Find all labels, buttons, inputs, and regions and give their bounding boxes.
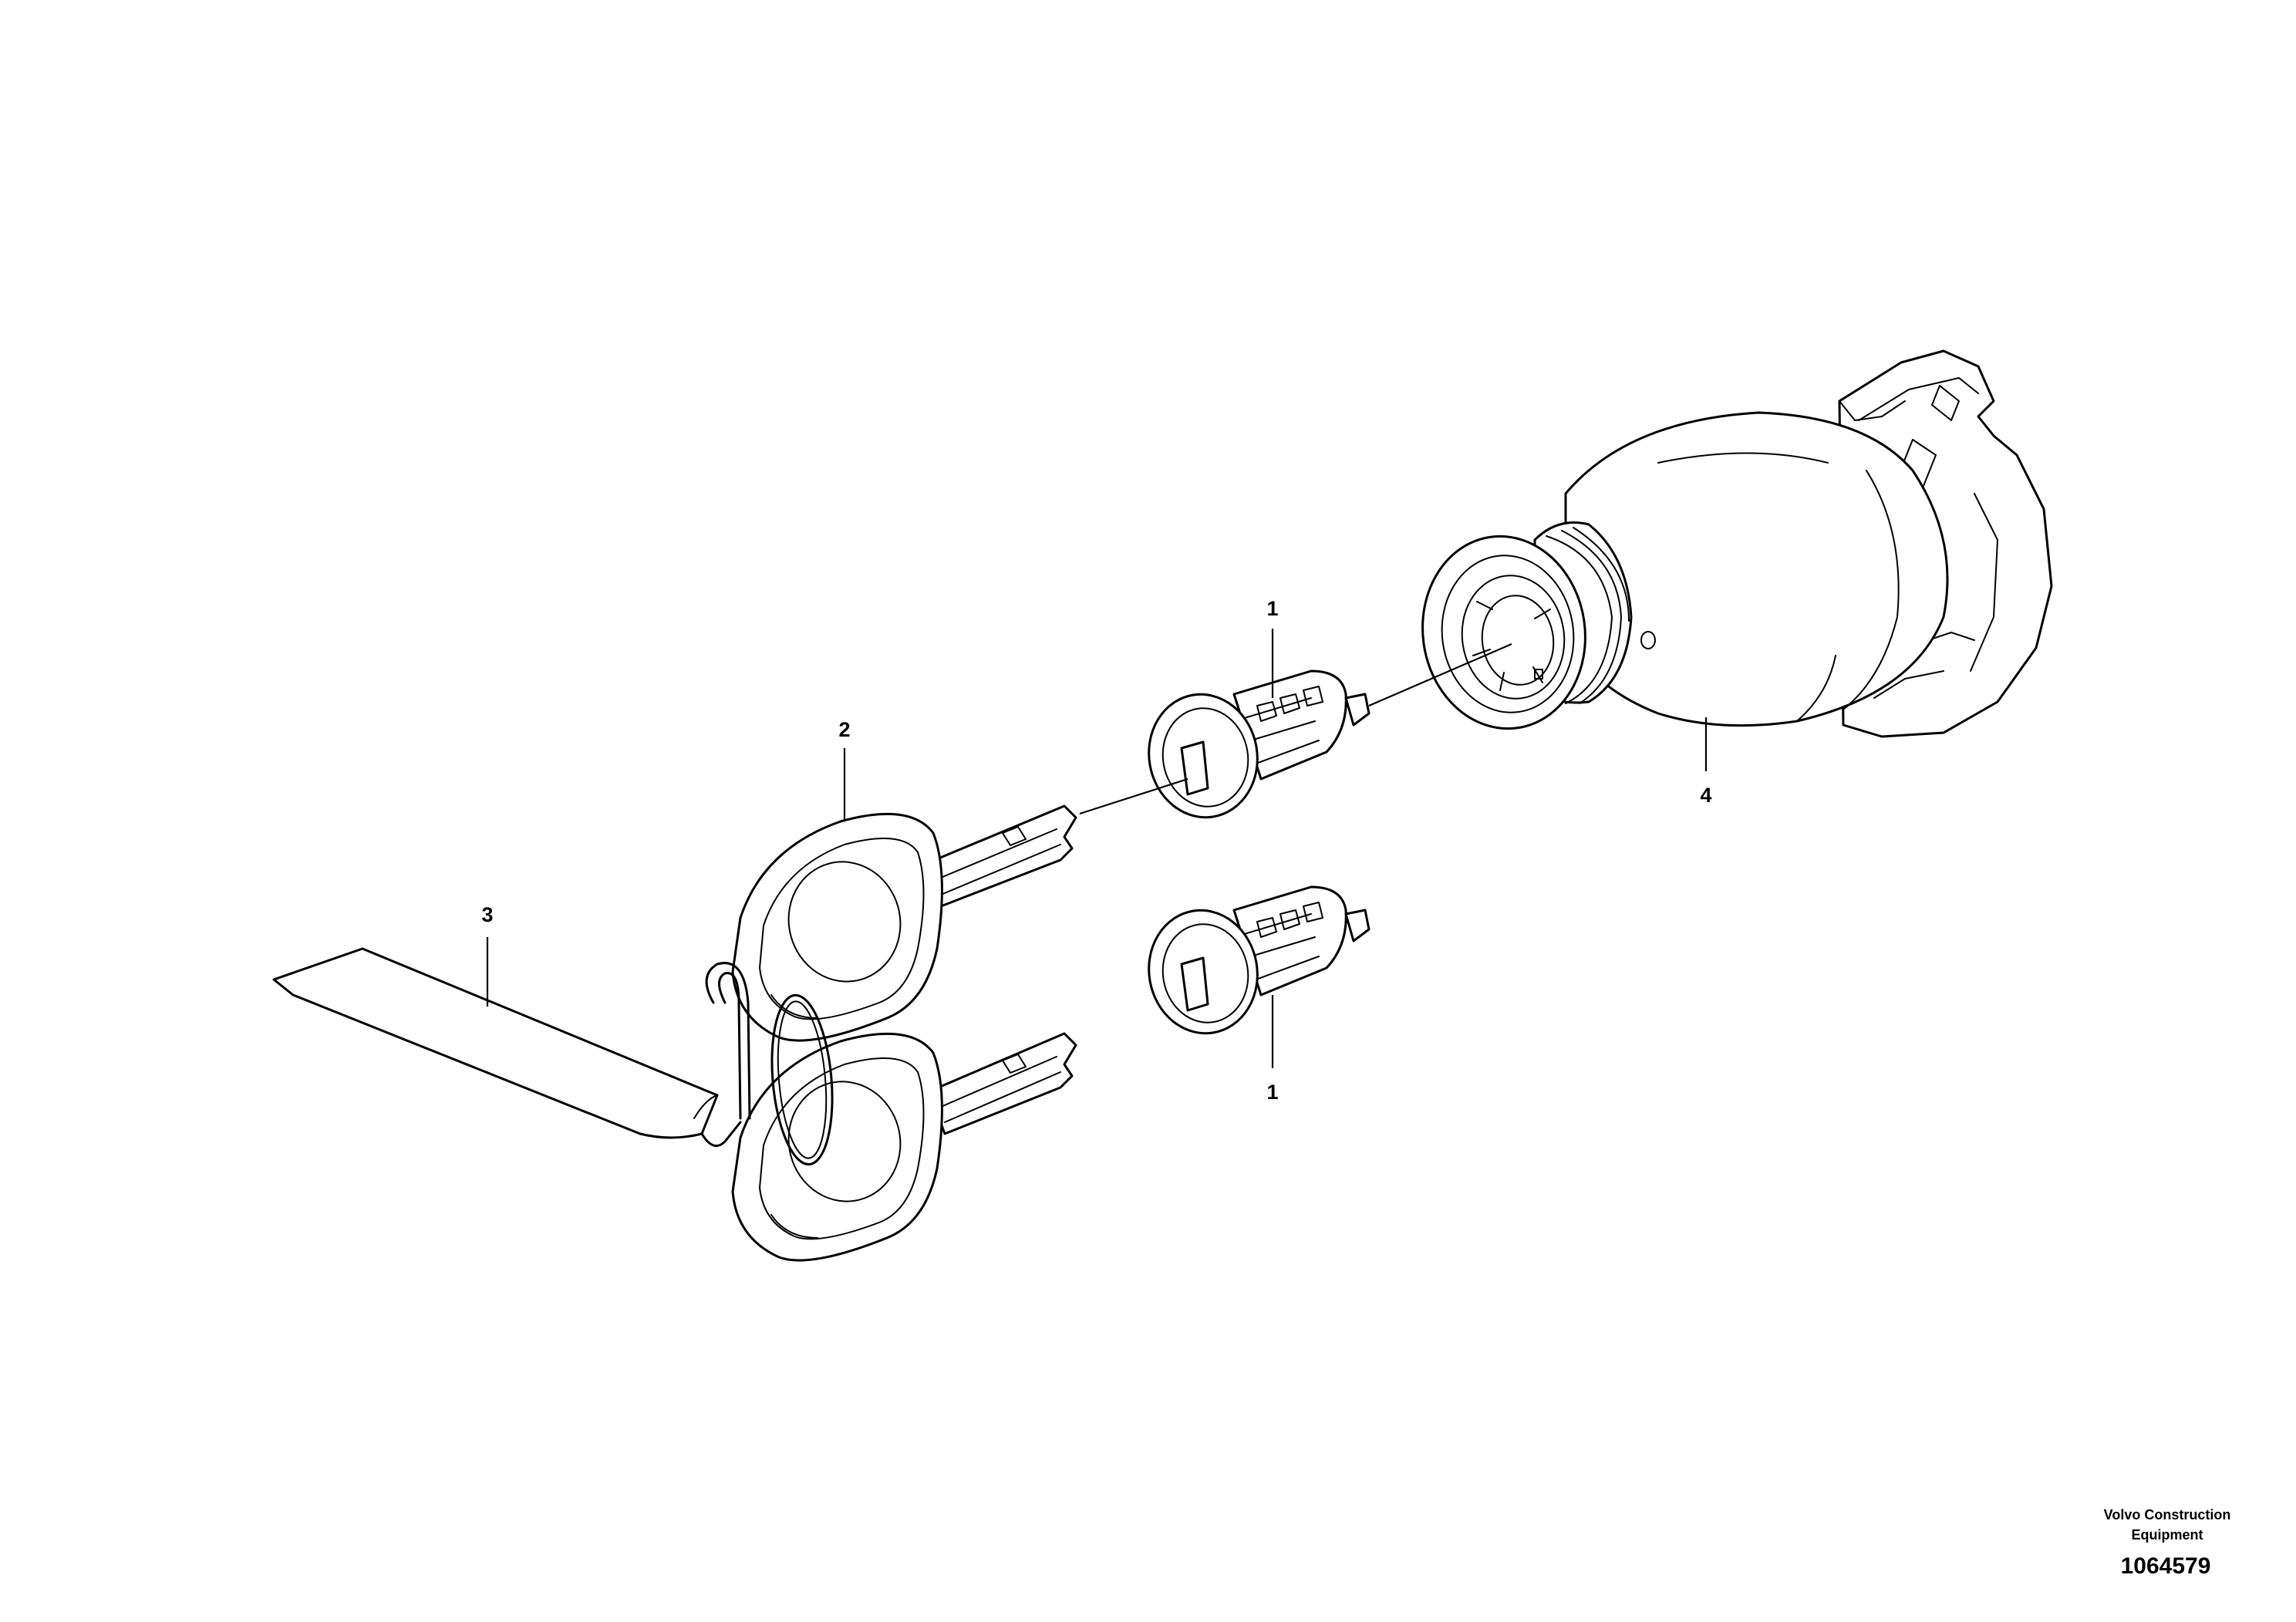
key-lower-part bbox=[731, 1032, 1077, 1262]
callout-1-top: 1 bbox=[1266, 597, 1279, 698]
callout-label: 3 bbox=[481, 903, 493, 926]
ignition-switch-part bbox=[1421, 349, 2053, 738]
callout-1-bottom: 1 bbox=[1266, 995, 1279, 1104]
manufacturer-line-2: Equipment bbox=[2132, 1527, 2203, 1543]
callout-4: 4 bbox=[1700, 717, 1712, 807]
key-tag-part bbox=[272, 947, 742, 1148]
manufacturer-line-1: Volvo Construction bbox=[2104, 1507, 2231, 1523]
lock-cylinder-bottom-part bbox=[1148, 885, 1371, 1035]
callout-label: 2 bbox=[838, 718, 850, 741]
callout-2: 2 bbox=[838, 718, 851, 821]
callout-label: 4 bbox=[1700, 784, 1711, 807]
lock-cylinder-top-part bbox=[1148, 669, 1371, 819]
key-ring bbox=[705, 962, 834, 1166]
callout-3: 3 bbox=[481, 903, 494, 1007]
callout-label: 1 bbox=[1266, 1081, 1278, 1104]
key-upper-part bbox=[731, 804, 1077, 1042]
callout-label: 1 bbox=[1266, 597, 1278, 620]
document-number: 1064579 bbox=[2121, 1553, 2211, 1579]
